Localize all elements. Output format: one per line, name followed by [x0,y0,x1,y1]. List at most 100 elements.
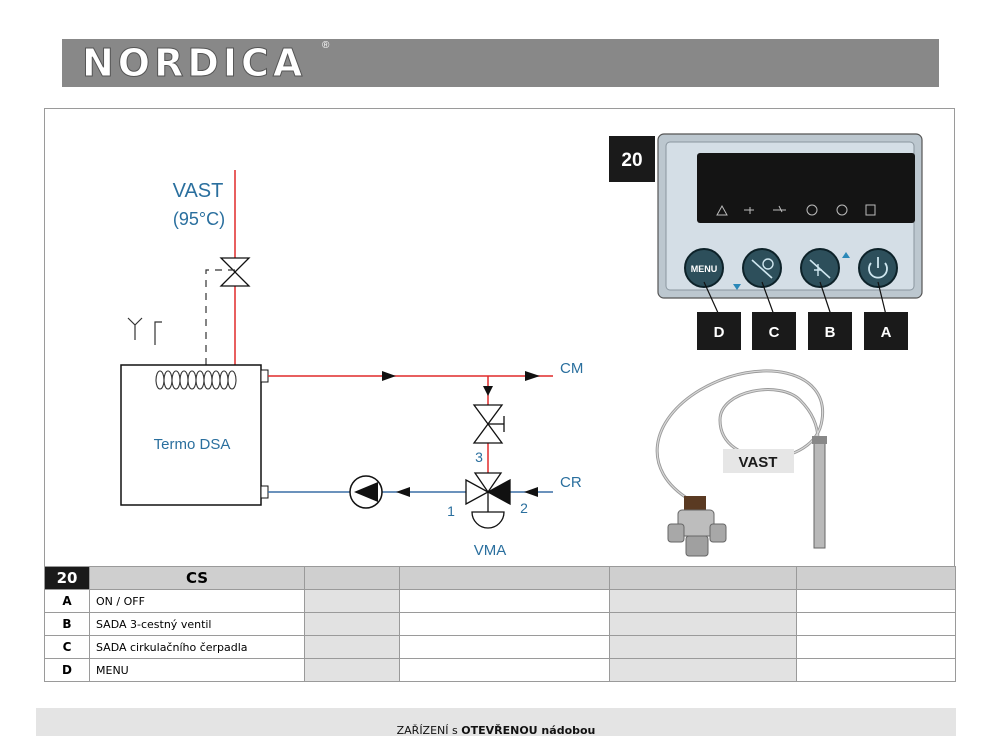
legend-text: SADA 3-cestný ventil [89,612,305,636]
legend-col-empty-4 [796,566,956,590]
shutoff-valve-icon [472,404,505,444]
legend-cell [399,612,610,636]
legend-cell [609,635,797,659]
valve-kit-button[interactable] [800,248,840,288]
vast-label: VAST [173,180,224,202]
leader-d [703,281,720,316]
footer-caption: ZAŘÍZENÍ s OTEVŘENOU nádobou [36,708,956,736]
port-2-label: 2 [520,500,528,516]
branch-arrow [483,386,493,396]
legend-key: D [44,658,90,682]
brand-logo: NORDICA [81,41,307,86]
tank-vent-icon [127,317,162,345]
letter-a: A [881,324,892,341]
termo-dsa-tank [120,364,262,506]
legend-cell [609,589,797,613]
brand-registered-mark: ® [322,40,330,51]
legend-row: B SADA 3-cestný ventil [44,612,956,636]
legend-cell [399,635,610,659]
legend-header-row: 20 CS [44,566,956,590]
svg-text:MENU: MENU [691,264,718,274]
valve-status-icon [836,204,848,216]
legend-key: C [44,635,90,659]
tank-outlet-bottom [260,485,269,499]
cr-flow-arrow [524,487,538,497]
legend-col-empty-3 [609,566,797,590]
up-arrow-icon [842,252,850,258]
footer-prefix: ZAŘÍZENÍ s [396,724,462,736]
letter-b: B [825,324,836,341]
legend-cell [304,612,400,636]
legend-cell [304,635,400,659]
circulation-pump-icon [349,475,383,509]
leader-c [761,281,775,316]
panel-status-icons [716,204,876,216]
legend-text: ON / OFF [89,589,305,613]
legend-col-empty-2 [399,566,610,590]
letter-d: D [714,324,725,341]
warning-icon [716,204,728,216]
legend-col-empty-1 [304,566,400,590]
legend-cell [399,589,610,613]
legend-row: A ON / OFF [44,589,956,613]
legend-cell [399,658,610,682]
figure-number: 20 [621,150,642,171]
vast-valve-icon [219,257,251,287]
cr-label: CR [560,474,582,491]
figure-number-badge [609,136,655,182]
figure-frame [44,108,955,566]
tank-outlet-top [260,369,269,383]
pump-kit-button[interactable] [742,248,782,288]
legend-cell [609,612,797,636]
footer-bold: OTEVŘENOU nádobou [461,724,596,736]
letter-c: C [769,324,780,341]
legend-number: 20 [44,566,90,590]
letter-badge-a [864,312,908,350]
legend-text: SADA cirkulačního čerpadla [89,635,305,659]
header-band [62,39,939,87]
legend-key: A [44,589,90,613]
legend-cell [796,658,956,682]
legend-cell [796,635,956,659]
legend-row: C SADA cirkulačního čerpadla [44,635,956,659]
vast-sensor-label-bg [723,449,794,473]
panel-display [697,153,915,223]
switch-icon [773,205,786,213]
legend-key: B [44,612,90,636]
letter-badge-c [752,312,796,350]
hydraulic-diagram: VAST (95°C) Termo DSA CM 3 CR [120,133,923,559]
vast-thermal-valve-image [655,369,827,557]
leader-a [877,281,887,316]
vast-temp-label: (95°C) [173,209,225,229]
vast-capillary-line [205,269,235,365]
leader-b [819,281,832,316]
letter-badge-d [697,312,741,350]
legend-cell [796,589,956,613]
letter-badge-b [808,312,852,350]
legend-cell [304,589,400,613]
legend-table: 20 CS A ON / OFF B SADA 3-cestný ventil … [44,566,956,682]
fan-status-icon [865,204,876,216]
return-flow-arrow [396,487,410,497]
mixing-valve-vma-icon [465,472,511,529]
port-1-label: 1 [447,503,455,519]
cm-flow-arrow [382,371,396,381]
tank-label: Termo DSA [154,436,231,453]
legend-row: D MENU [44,658,956,682]
legend-lang-header: CS [89,566,305,590]
power-button[interactable] [858,248,898,288]
menu-button[interactable]: MENU [684,248,724,288]
pump-status-icon [806,204,818,216]
legend-cell [609,658,797,682]
down-arrow-icon [733,284,741,290]
legend-cell [304,658,400,682]
legend-text: MENU [89,658,305,682]
legend-cell [796,612,956,636]
tap-icon [744,207,754,214]
port-3-label: 3 [475,449,483,465]
vma-label: VMA [474,542,507,559]
cm-end-arrow [525,371,540,381]
vast-sensor-label: VAST [739,454,778,471]
heat-exchanger-coil-icon [155,370,237,390]
cm-label: CM [560,360,583,377]
